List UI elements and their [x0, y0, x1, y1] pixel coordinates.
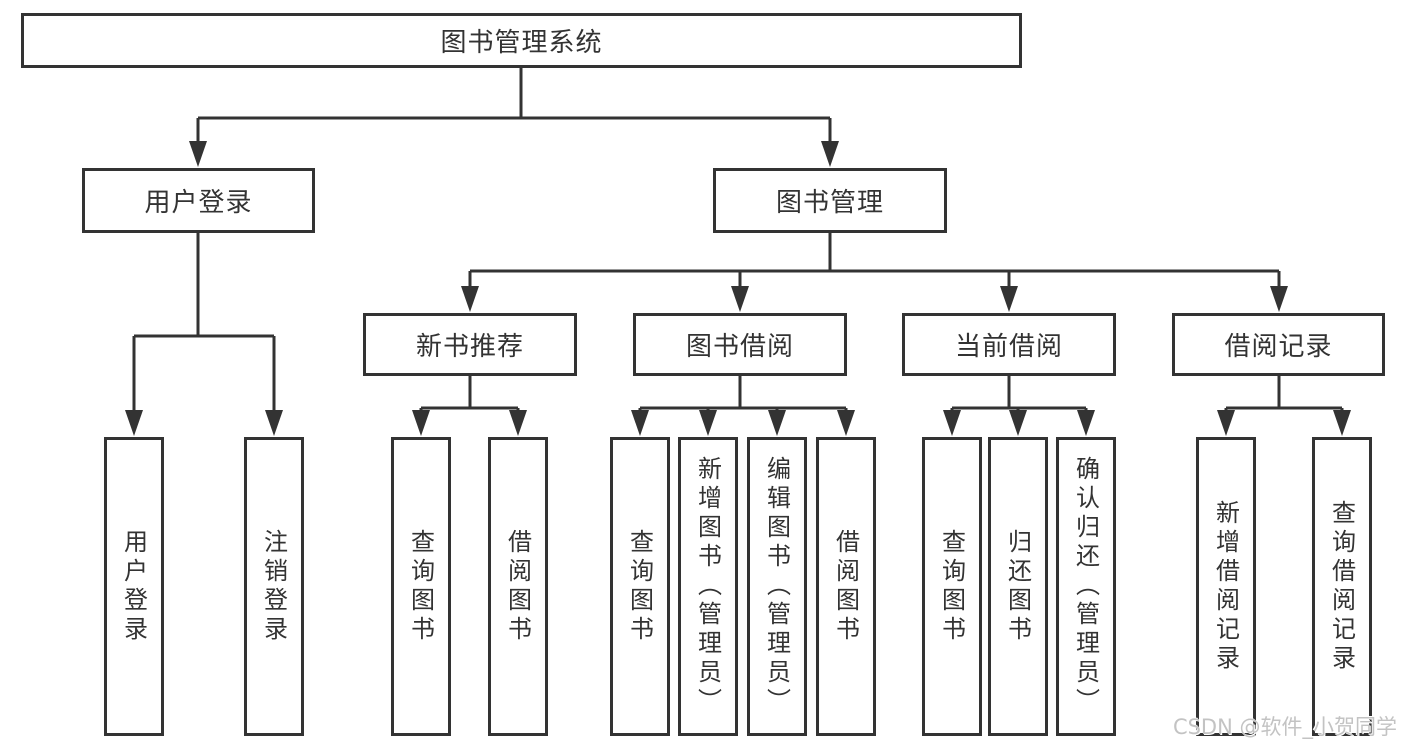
leaf-borrow-books: 借阅图书 [816, 437, 876, 736]
leaf-user-login-label: 用户登录 [119, 528, 148, 645]
leaf-add-books-admin-label: 新增图书（管理员） [693, 456, 722, 717]
node-book-management-label: 图书管理 [775, 188, 884, 218]
leaf-query-borrow-record-label: 查询借阅记录 [1327, 499, 1356, 674]
leaf-current-query-books-label: 查询图书 [937, 528, 966, 645]
leaf-edit-books-admin-label: 编辑图书（管理员） [762, 456, 791, 717]
node-new-book-recommend: 新书推荐 [363, 313, 577, 376]
leaf-logout-label: 注销登录 [259, 528, 288, 645]
node-root: 图书管理系统 [21, 13, 1022, 68]
leaf-add-books-admin: 新增图书（管理员） [678, 437, 738, 736]
leaf-borrow-query-books: 查询图书 [610, 437, 670, 736]
node-borrow-records: 借阅记录 [1172, 313, 1385, 376]
node-user-login: 用户登录 [82, 168, 315, 233]
leaf-recommend-borrow-books: 借阅图书 [488, 437, 548, 736]
node-new-book-recommend-label: 新书推荐 [415, 332, 524, 362]
leaf-logout: 注销登录 [244, 437, 304, 736]
node-borrow-records-label: 借阅记录 [1224, 332, 1333, 362]
leaf-confirm-return-admin-label: 确认归还（管理员） [1071, 456, 1100, 717]
leaf-recommend-query-books-label: 查询图书 [406, 528, 435, 645]
node-book-borrow-label: 图书借阅 [685, 332, 794, 362]
leaf-return-books: 归还图书 [988, 437, 1048, 736]
leaf-borrow-query-books-label: 查询图书 [625, 528, 654, 645]
leaf-edit-books-admin: 编辑图书（管理员） [747, 437, 807, 736]
node-current-borrow: 当前借阅 [902, 313, 1116, 376]
leaf-add-borrow-record: 新增借阅记录 [1196, 437, 1256, 736]
node-user-login-label: 用户登录 [144, 188, 253, 218]
leaf-confirm-return-admin: 确认归还（管理员） [1056, 437, 1116, 736]
leaf-add-borrow-record-label: 新增借阅记录 [1211, 499, 1240, 674]
leaf-borrow-books-label: 借阅图书 [831, 528, 860, 645]
node-current-borrow-label: 当前借阅 [954, 332, 1063, 362]
node-book-borrow: 图书借阅 [633, 313, 847, 376]
node-root-label: 图书管理系统 [440, 28, 603, 58]
node-book-management: 图书管理 [713, 168, 947, 233]
leaf-recommend-borrow-books-label: 借阅图书 [503, 528, 532, 645]
leaf-query-borrow-record: 查询借阅记录 [1312, 437, 1372, 736]
leaf-current-query-books: 查询图书 [922, 437, 982, 736]
leaf-user-login: 用户登录 [104, 437, 164, 736]
leaf-recommend-query-books: 查询图书 [391, 437, 451, 736]
csdn-watermark: CSDN @软件_小贺同学 [1172, 715, 1397, 739]
leaf-return-books-label: 归还图书 [1003, 528, 1032, 645]
